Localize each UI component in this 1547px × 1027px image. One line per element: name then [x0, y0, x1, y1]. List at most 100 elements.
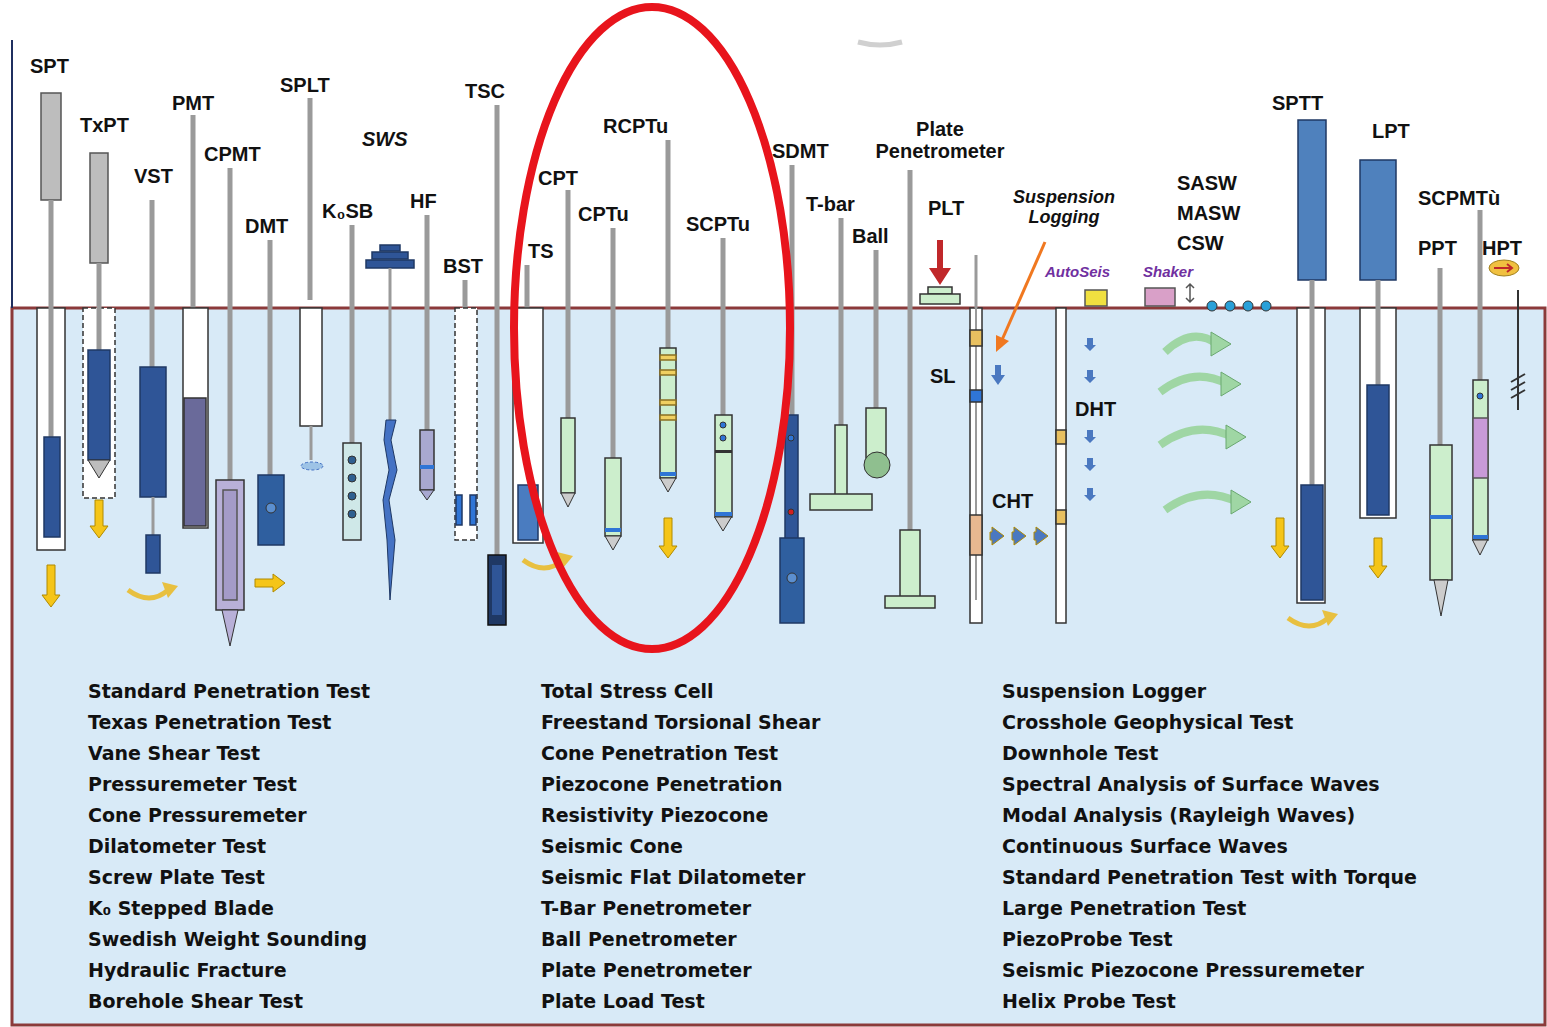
- legend-text: T-Bar Penetrometer: [541, 898, 751, 920]
- helix-icon-arrow: [1494, 264, 1512, 272]
- lateral-arrow: [255, 574, 285, 592]
- legend-text: Borehole Shear Test: [88, 991, 303, 1013]
- cone-tip: [222, 610, 238, 646]
- push-rod: [1478, 210, 1483, 380]
- probe-label: VST: [134, 165, 173, 187]
- filter-band: [605, 528, 621, 532]
- probe-label: HPT: [1482, 237, 1522, 259]
- legend-text: Plate Load Test: [541, 991, 705, 1013]
- shear-plate: [470, 495, 476, 525]
- legend-text: Resistivity Piezocone: [541, 805, 768, 827]
- push-arrow: [1369, 538, 1387, 578]
- ground: [12, 308, 1545, 1025]
- wave-arrow: [1084, 458, 1096, 471]
- down-arrow: [991, 365, 1005, 385]
- probe-body: [866, 408, 886, 458]
- membrane-dot: [266, 503, 276, 513]
- plate: [920, 294, 960, 304]
- plate: [885, 596, 935, 608]
- t-bar: [810, 494, 872, 510]
- cell-dot: [348, 510, 356, 518]
- filter-band: [715, 512, 732, 516]
- legend-text: Plate Penetrometer: [541, 960, 752, 982]
- legend-text: PiezoProbe Test: [1002, 929, 1173, 951]
- legend-text: Modal Analysis (Rayleigh Waves): [1002, 805, 1355, 827]
- probe-label: SDMT: [772, 140, 829, 162]
- legend-text: Cone Pressuremeter: [88, 805, 307, 827]
- top-mark: [858, 42, 902, 45]
- probe-body: [1430, 445, 1452, 580]
- probe-label: SASW: [1177, 172, 1237, 194]
- legend-text: Standard Penetration Test: [88, 681, 370, 703]
- receiver: [1056, 430, 1066, 444]
- pressuremeter-probe: [184, 398, 206, 526]
- legend-text: Seismic Cone: [541, 836, 683, 858]
- split-spoon: [44, 437, 60, 537]
- legend-text: Continuous Surface Waves: [1002, 836, 1288, 858]
- legend-text: K₀ Stepped Blade: [88, 898, 274, 920]
- push-rod: [721, 238, 726, 415]
- probe-label: SCPTu: [686, 213, 750, 235]
- push-rod: [1310, 280, 1315, 485]
- probe-label: PMT: [172, 92, 214, 114]
- push-arrow: [90, 500, 108, 538]
- push-rod: [839, 218, 844, 425]
- borehole: [970, 308, 982, 623]
- push-rod: [1376, 280, 1381, 385]
- borehole: [183, 308, 208, 528]
- legend-text: Piezocone Penetration: [541, 774, 782, 796]
- cone-tip: [88, 460, 110, 478]
- surface-wave-head: [1226, 425, 1246, 449]
- helix-flight: [1511, 382, 1525, 390]
- split-spoon: [1367, 385, 1389, 515]
- probe-label: TxPT: [80, 114, 129, 136]
- legend-text: Downhole Test: [1002, 743, 1158, 765]
- helix-flight: [1511, 390, 1525, 398]
- surface-wave: [1160, 430, 1232, 445]
- push-rod: [308, 98, 313, 300]
- source: [970, 515, 982, 555]
- push-rod: [228, 168, 233, 480]
- helix-rod: [1517, 290, 1519, 410]
- ball: [864, 452, 890, 478]
- cone-tip: [1434, 580, 1448, 616]
- wave-arrow: [1084, 338, 1096, 351]
- cone-tip: [605, 536, 621, 550]
- probe-label: CPMT: [204, 143, 261, 165]
- wave-arrow: [1084, 430, 1096, 443]
- geophone: [1477, 393, 1483, 399]
- push-rod: [1438, 268, 1443, 445]
- push-rod: [152, 497, 155, 535]
- cone-tip: [715, 517, 732, 531]
- cone-tip: [1473, 540, 1488, 555]
- geophone: [1243, 301, 1253, 311]
- probe-label: AutoSeis: [1045, 264, 1110, 281]
- probe-body: [835, 425, 847, 497]
- probe-label: Ball: [852, 225, 889, 247]
- probe-label: TS: [528, 240, 554, 262]
- surface-wave: [1165, 337, 1217, 352]
- seam: [715, 450, 732, 453]
- filter-band: [420, 465, 434, 469]
- borehole: [1056, 308, 1066, 623]
- geophone: [1261, 301, 1271, 311]
- legend-text: Crosshole Geophysical Test: [1002, 712, 1293, 734]
- push-rod: [389, 268, 392, 420]
- push-rod: [908, 170, 913, 530]
- push-rod: [666, 140, 671, 348]
- probe-label: Plate Penetrometer: [868, 118, 1012, 162]
- geophone: [1225, 301, 1235, 311]
- probe-label: SL: [930, 365, 956, 387]
- lateral-arrow: [990, 527, 1004, 545]
- cone-body: [660, 348, 676, 478]
- receiver: [1056, 510, 1066, 524]
- cell-dot: [348, 474, 356, 482]
- probe-label: RCPTu: [603, 115, 668, 137]
- legend-text: Large Penetration Test: [1002, 898, 1246, 920]
- legend-text: Ball Penetrometer: [541, 929, 737, 951]
- borehole: [455, 308, 477, 540]
- lateral-arrow: [1012, 527, 1026, 545]
- callout-arrow: [1002, 242, 1045, 340]
- filter-band: [1430, 515, 1452, 519]
- rotation-arrow-head: [162, 582, 178, 598]
